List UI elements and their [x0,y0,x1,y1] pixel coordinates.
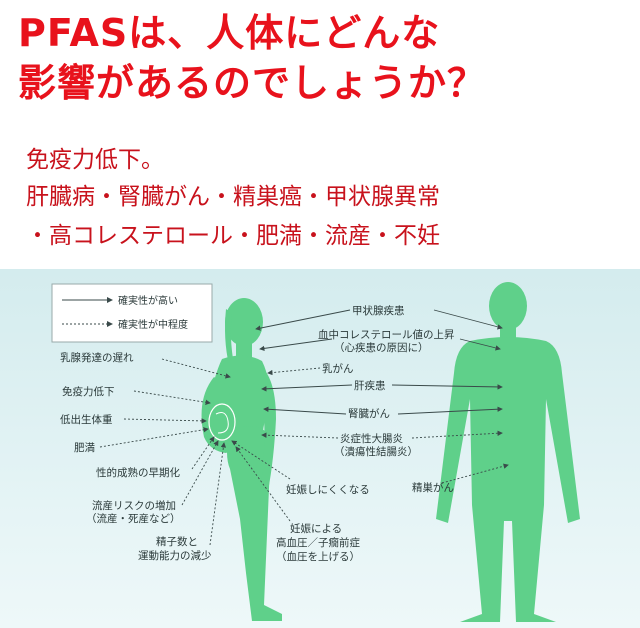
label-colitis-1: 炎症性大腸炎 [340,432,403,445]
label-miscarriage-2: （流産・死産など） [86,512,181,525]
left-side-annotations: 乳腺発達の遅れ 免疫力低下 低出生体重 肥満 性的成熟の早期化 流産リスクの増加… [60,351,370,563]
title-line-2: 影響があるのでしょうか？ [18,61,487,105]
page-title: PFASは、人体にどんな 影響があるのでしょうか？ [18,8,628,108]
fetus-curve [215,412,229,434]
label-preeclampsia-1: 妊娠による [290,522,342,535]
label-obesity: 肥満 [74,442,95,454]
label-testicular-cancer: 精巣がん [412,481,454,494]
label-colitis-2: （潰瘍性結腸炎） [334,445,418,458]
fetus-outline [208,403,236,441]
man-figure [436,282,580,622]
label-lactation: 乳腺発達の遅れ [60,351,134,364]
label-infertility: 妊娠しにくくなる [286,483,370,496]
label-liver: 肝疾患 [354,379,386,392]
right-side-annotations: 甲状腺疾患 血中コレステロール値の上昇 （心疾患の原因に） 乳がん 肝疾患 腎臓… [255,304,509,494]
label-low-birth-weight: 低出生体重 [60,413,113,426]
title-line-1: PFASは、人体にどんな [18,11,441,55]
label-thyroid: 甲状腺疾患 [352,304,405,317]
label-breast-cancer: 乳がん [322,362,354,375]
label-sperm-2: 運動能力の減少 [138,549,212,562]
label-kidney-cancer: 腎臓がん [348,407,390,420]
label-miscarriage-1: 流産リスクの増加 [92,499,176,512]
legend-solid-label: 確実性が高い [118,294,178,307]
effects-line-1: 免疫力低下。 [26,147,164,173]
label-sperm-1: 精子数と [156,535,198,548]
health-effects-illustration: 確実性が高い 確実性が中程度 甲状腺疾患 血中コレ [0,269,640,628]
label-immunity: 免疫力低下 [62,385,115,398]
label-preeclampsia-2: 高血圧／子癇前症 [276,536,360,549]
legend-dashed-label: 確実性が中程度 [118,318,188,331]
label-cholesterol-1: 血中コレステロール値の上昇 [318,328,455,341]
label-cholesterol-2: （心疾患の原因に） [334,341,429,354]
legend: 確実性が高い 確実性が中程度 [51,283,213,343]
label-preeclampsia-3: （血圧を上げる） [276,550,360,563]
effects-line-2: 肝臓病・腎臓がん・精巣癌・甲状腺異常 [26,184,440,210]
effects-line-3: ・高コレステロール・肥満・流産・不妊 [26,223,440,249]
label-early-puberty: 性的成熟の早期化 [96,466,180,479]
